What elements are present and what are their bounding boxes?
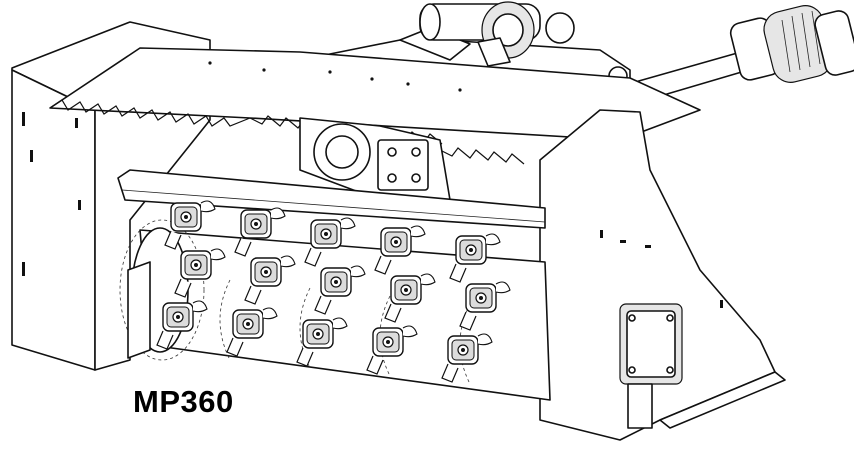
right-side-plate (539, 109, 786, 441)
front-deflector-beam (117, 169, 546, 229)
left-skid (127, 261, 151, 359)
flail-hammer (296, 317, 348, 367)
flail-hammer (384, 273, 436, 323)
flail-hammer (449, 233, 501, 283)
flail-hammer (164, 200, 216, 250)
model-label: MP360 (133, 384, 234, 419)
flail-hammer (314, 265, 366, 315)
gearbox-housing (299, 117, 451, 201)
flail-hammer (244, 255, 296, 305)
flail-hammer (234, 207, 286, 257)
flail-hammer (441, 333, 493, 383)
left-side-plate (11, 21, 211, 371)
flail-hammer (156, 300, 208, 350)
flail-hammer (374, 225, 426, 275)
flail-hammer (366, 325, 418, 375)
flail-hammer (459, 281, 511, 331)
flail-hammer (226, 307, 278, 357)
flail-hammer (304, 217, 356, 267)
flail-hammer (174, 248, 226, 298)
flail-hammers (156, 200, 511, 383)
